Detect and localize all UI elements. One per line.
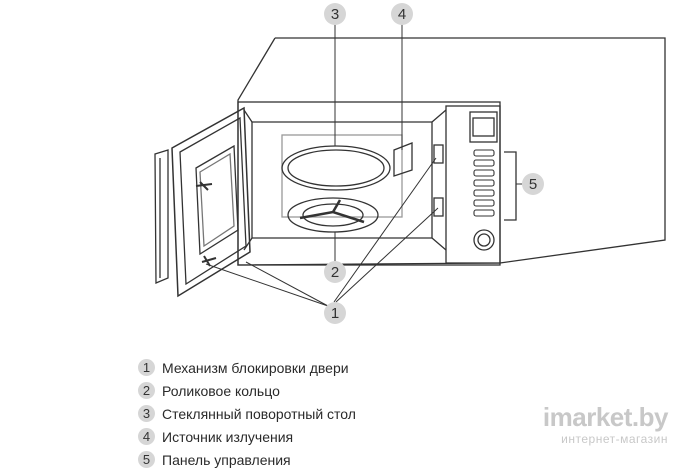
control-knob — [473, 229, 495, 251]
legend-text: Стеклянный поворотный стол — [162, 405, 356, 422]
callout-5-label: 5 — [529, 176, 537, 193]
watermark-subtitle: интернет-магазин — [561, 432, 668, 446]
callout-2-label: 2 — [331, 264, 339, 281]
legend-item: 2 Роликовое кольцо — [138, 379, 356, 402]
callout-5-circle — [522, 173, 544, 195]
glass-turntable — [281, 145, 391, 191]
microwave-diagram: 3 4 5 2 1 — [154, 3, 666, 324]
legend-number: 2 — [138, 382, 155, 399]
oven-door — [171, 106, 251, 298]
legend-item: 3 Стеклянный поворотный стол — [138, 402, 356, 425]
watermark-logo: imarket.by — [542, 402, 669, 432]
legend-number: 4 — [138, 428, 155, 445]
control-panel — [445, 105, 501, 264]
legend-item: 4 Источник излучения — [138, 425, 356, 448]
legend-text: Механизм блокировки двери — [162, 359, 349, 376]
oven-cavity — [251, 121, 433, 239]
legend-number: 3 — [138, 405, 155, 422]
callout-4-label: 4 — [398, 6, 406, 23]
legend-text: Роликовое кольцо — [162, 382, 280, 399]
door-handle — [154, 149, 169, 284]
door-hook-top — [195, 181, 213, 191]
callout-4-circle — [391, 3, 413, 25]
callout-3-circle — [324, 3, 346, 25]
callout-3-label: 3 — [331, 6, 339, 23]
door-hook-bottom — [201, 255, 217, 267]
watermark: imarket.by интернет-магазин — [542, 402, 669, 446]
interlock-slot-bottom — [433, 197, 444, 217]
door-window — [195, 144, 239, 256]
legend-number: 1 — [138, 359, 155, 376]
radiation-source-box — [393, 142, 413, 177]
interlock-slot-top — [433, 144, 444, 164]
callout-2-circle — [324, 261, 346, 283]
legend-item: 1 Механизм блокировки двери — [138, 356, 356, 379]
callout-1-circle — [324, 302, 346, 324]
callout-1-label: 1 — [331, 305, 339, 322]
oven-front-face — [237, 101, 501, 266]
legend: 1 Механизм блокировки двери 2 Роликовое … — [138, 356, 356, 471]
legend-text: Источник излучения — [162, 428, 294, 445]
roller-ring — [287, 197, 379, 233]
